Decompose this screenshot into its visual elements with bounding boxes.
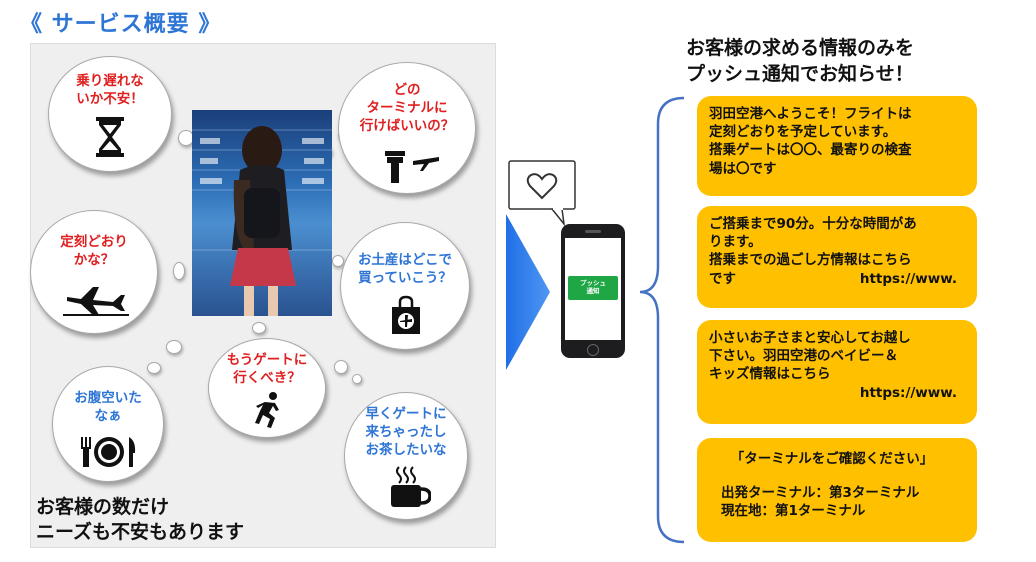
card-text-line: 場は〇です bbox=[709, 160, 777, 177]
push-button-label: プッシュ bbox=[580, 279, 606, 287]
bubble-text-line: もうゲートに bbox=[226, 352, 308, 368]
bubble-text-line: どの bbox=[393, 82, 421, 98]
caption-line: ニーズも不安もあります bbox=[36, 520, 245, 543]
card-text-line: 定刻どおりを予定しています。 bbox=[709, 124, 897, 141]
bubble-text-line: かな？ bbox=[73, 252, 115, 269]
card-text-line: 出発ターミナル：第3ターミナル bbox=[721, 485, 920, 502]
bubble-text-line: お腹空いた bbox=[74, 390, 142, 406]
bubble-text-line: 乗り遅れな bbox=[76, 73, 144, 89]
thought-bubble-souvenir: お土産はどこで 買っていこう？ bbox=[340, 222, 470, 350]
phone-screen: プッシュ 通知 bbox=[565, 238, 621, 340]
card-text-line: 小さいお子さまと安心してお越し bbox=[709, 330, 911, 346]
bubble-text-line: なぁ bbox=[94, 408, 122, 425]
bubble-text-line: お土産はどこで bbox=[357, 252, 453, 268]
notification-card-boarding-time: ご搭乗まで90分。十分な時間があ ります。 搭乗までの過ごし方情報はこちら です… bbox=[697, 206, 977, 308]
push-notification-button[interactable]: プッシュ 通知 bbox=[568, 276, 618, 300]
hot-cup-icon bbox=[391, 466, 431, 507]
push-heading: お客様の求める情報のみを プッシュ通知でお知らせ！ bbox=[686, 36, 914, 87]
grouping-brace bbox=[639, 96, 685, 544]
airplane-departure-icon bbox=[63, 287, 129, 316]
thought-bubble-tea-time: 早くゲートに 来ちゃったし お茶したいな bbox=[344, 392, 468, 520]
card-text-line: 搭乗ゲートは〇〇、最寄りの検査 bbox=[709, 142, 912, 159]
bubble-text-line: お茶したいな bbox=[365, 442, 447, 459]
thought-bubble-go-to-gate: もうゲートに 行くべき？ bbox=[208, 338, 326, 438]
card-text-line: 下さい。羽田空港のベイビー＆ bbox=[709, 348, 898, 365]
shopping-bag-icon bbox=[392, 295, 420, 334]
thought-dot bbox=[173, 262, 185, 280]
card-text-line: キッズ情報はこちら bbox=[709, 366, 831, 383]
thought-bubble-which-terminal: どの ターミナルに 行けばいいの？ bbox=[338, 62, 476, 194]
bubble-text-line: いか不安！ bbox=[76, 91, 144, 108]
thought-dot bbox=[166, 340, 182, 354]
heading-line: お客様の求める情報のみを bbox=[686, 37, 915, 59]
section-title: 《 サービス概要 》 bbox=[20, 12, 222, 37]
card-text-line: 「ターミナルをご確認ください」 bbox=[730, 451, 934, 467]
smartphone: プッシュ 通知 bbox=[561, 224, 625, 358]
heading-line: プッシュ通知でお知らせ！ bbox=[686, 62, 914, 85]
bubble-text-line: 来ちゃったし bbox=[365, 424, 447, 441]
bubble-text-line: 行くべき？ bbox=[233, 370, 301, 387]
needs-caption: お客様の数だけ ニーズも不安もあります bbox=[36, 495, 244, 544]
card-text-line: 羽田空港へようこそ！フライトは bbox=[709, 106, 912, 122]
bubble-text-line: 買っていこう？ bbox=[358, 270, 452, 287]
thought-dot bbox=[334, 360, 348, 374]
thought-dot bbox=[332, 255, 344, 267]
hourglass-icon bbox=[96, 117, 124, 157]
card-text-line: ります。 bbox=[709, 234, 762, 251]
notification-card-welcome: 羽田空港へようこそ！フライトは 定刻どおりを予定しています。 搭乗ゲートは〇〇、… bbox=[697, 96, 977, 196]
phone-speaker bbox=[585, 230, 601, 233]
plate-cutlery-icon bbox=[81, 437, 136, 467]
thought-dot bbox=[252, 322, 266, 334]
card-link[interactable]: https://www. bbox=[859, 270, 957, 287]
thought-bubble-missing-flight: 乗り遅れな いか不安！ bbox=[48, 56, 172, 172]
flow-arrow-icon bbox=[506, 214, 550, 370]
card-link[interactable]: https://www. bbox=[859, 384, 957, 401]
phone-home-button[interactable] bbox=[587, 344, 599, 356]
card-text-line: 搭乗までの過ごし方情報はこちら bbox=[709, 252, 912, 269]
bubble-text-line: 早くゲートに bbox=[365, 406, 447, 422]
traveler-photo bbox=[192, 110, 332, 316]
card-text-line: です bbox=[709, 270, 736, 287]
heart-notification-icon bbox=[508, 160, 576, 226]
caption-line: お客様の数だけ bbox=[36, 496, 170, 518]
thought-dot bbox=[147, 362, 161, 374]
notification-card-terminal: 「ターミナルをご確認ください」 出発ターミナル：第3ターミナル 現在地：第1ター… bbox=[697, 438, 977, 542]
notification-card-kids: 小さいお子さまと安心してお越し 下さい。羽田空港のベイビー＆ キッズ情報はこちら… bbox=[697, 320, 977, 424]
bubble-text-line: 行けばいいの？ bbox=[359, 118, 455, 135]
bubble-text-line: 定刻どおり bbox=[60, 234, 128, 250]
card-text-line: ご搭乗まで90分。十分な時間があ bbox=[709, 216, 917, 232]
bubble-text-line: ターミナルに bbox=[366, 100, 448, 117]
card-text-line: 現在地：第1ターミナル bbox=[721, 503, 866, 520]
thought-bubble-on-time: 定刻どおり かな？ bbox=[30, 210, 158, 334]
running-person-icon bbox=[255, 392, 279, 428]
push-button-label: 通知 bbox=[586, 287, 600, 296]
tower-plane-icon bbox=[385, 151, 439, 183]
thought-dot bbox=[352, 374, 362, 384]
thought-bubble-hungry: お腹空いた なぁ bbox=[52, 366, 164, 482]
